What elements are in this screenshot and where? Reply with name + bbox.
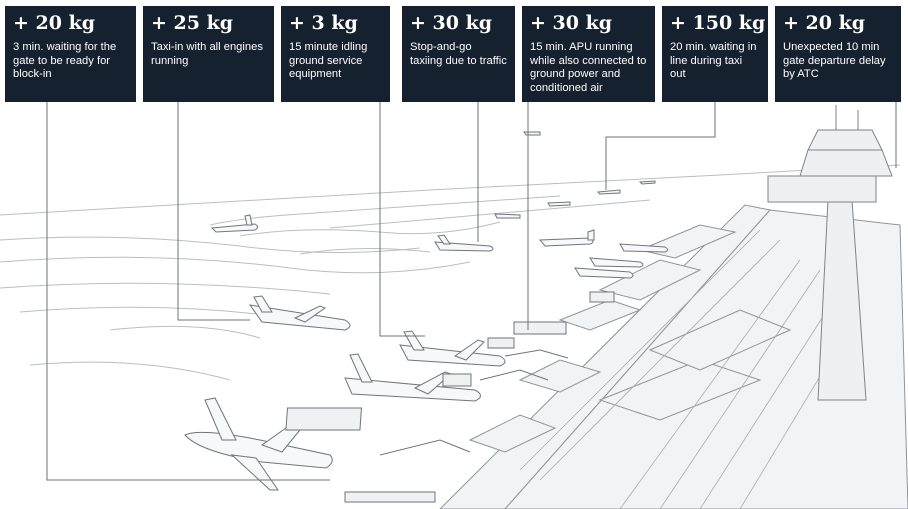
apron-bus-2 (513, 321, 567, 335)
callout-description: 15 minute idling ground service equipmen… (289, 41, 368, 80)
service-truck-1 (442, 373, 472, 387)
callout-description: Stop-and-go taxiing due to traffic (410, 41, 507, 67)
callout-leader-lines (46, 102, 897, 481)
callout-description: 3 min. waiting for the gate to be ready … (13, 41, 117, 80)
callout-description: Taxi-in with all engines running (151, 41, 263, 67)
callout-amount: + 25 kg (151, 12, 234, 34)
callout-description: 20 min. waiting in line during taxi out (670, 41, 757, 80)
callout-apu-running: + 30 kg 15 min. APU running while also c… (522, 6, 655, 102)
aircraft-distant (494, 131, 656, 219)
callout-amount: + 30 kg (410, 12, 493, 34)
parked-cars (344, 491, 436, 503)
callout-amount: + 20 kg (13, 12, 96, 34)
aircraft-taxiing-1 (434, 234, 494, 252)
control-tower (767, 105, 893, 401)
callout-taxi-in-all-engines: + 25 kg Taxi-in with all engines running (143, 6, 274, 102)
apron-bus-1 (285, 407, 363, 431)
aircraft-at-gate-1 (399, 330, 506, 367)
terminal-building (439, 204, 908, 509)
callout-gate-wait-block-in: + 20 kg 3 min. waiting for the gate to b… (5, 6, 136, 102)
callout-stop-and-go-taxiing: + 30 kg Stop-and-go taxiing due to traff… (402, 6, 515, 102)
service-truck-2 (487, 337, 515, 349)
ground-vehicles (285, 291, 615, 503)
aircraft-mid-left (248, 295, 351, 331)
aircraft-gate-row (574, 243, 668, 279)
callout-amount: + 150 kg (670, 12, 766, 34)
callout-amount: + 20 kg (783, 12, 866, 34)
service-truck-3 (589, 291, 615, 303)
callout-amount: + 30 kg (530, 12, 613, 34)
callout-idling-ground-equipment: + 3 kg 15 minute idling ground service e… (281, 6, 390, 102)
aircraft-group (184, 131, 668, 491)
callout-description: 15 min. APU running while also connected… (530, 41, 647, 94)
aircraft-at-gate-2 (344, 353, 481, 402)
terminal-detail-lines (519, 229, 861, 509)
callout-amount: + 3 kg (289, 12, 358, 34)
aircraft-runway (210, 214, 258, 233)
callout-atc-departure-delay: + 20 kg Unexpected 10 min gate departure… (775, 6, 901, 102)
aircraft-taxiing-2 (538, 229, 595, 247)
callout-description: Unexpected 10 min gate departure delay b… (783, 41, 886, 80)
callout-taxi-out-queue: + 150 kg 20 min. waiting in line during … (662, 6, 768, 102)
jet-bridges (379, 349, 569, 456)
